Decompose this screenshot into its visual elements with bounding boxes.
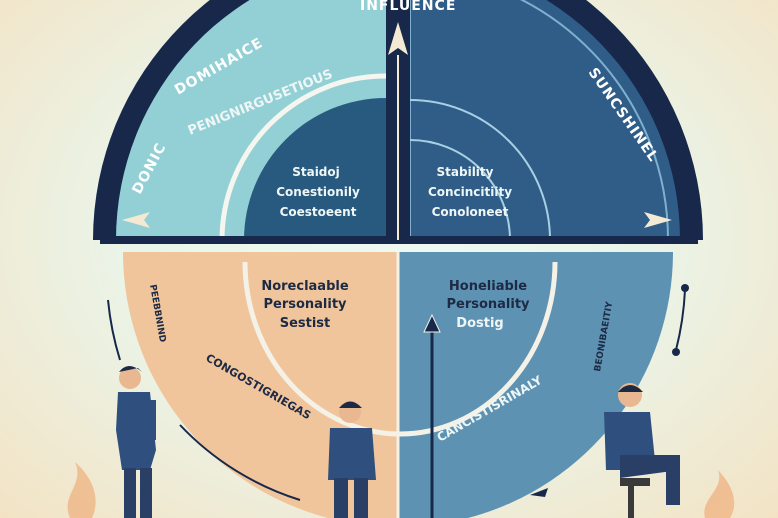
arrow-right-icon bbox=[644, 212, 672, 228]
quadrant-upper-right bbox=[410, 0, 681, 240]
upper-left-center-line-1: Staidoj bbox=[292, 165, 340, 179]
arrow-up-icon bbox=[388, 22, 408, 55]
person-center bbox=[328, 401, 376, 518]
flame-left-decoration bbox=[67, 462, 96, 518]
arrow-left-icon bbox=[122, 212, 150, 228]
lower-left-title-line-3: Sestist bbox=[280, 316, 331, 331]
upper-right-center-line-3: Conoloneet bbox=[432, 205, 509, 219]
side-arc-right bbox=[675, 289, 686, 351]
label-influence: INFLUENCE bbox=[360, 0, 456, 14]
lower-left-title-line-2: Personality bbox=[263, 297, 347, 312]
upper-left-inner-circle bbox=[244, 98, 386, 240]
lower-right-title-line-1: Honeliable bbox=[449, 279, 527, 294]
lower-right-title-line-3: Dostig bbox=[456, 316, 503, 331]
upper-right-center-line-2: Concincitiity bbox=[428, 185, 512, 199]
upper-left-inner-ring bbox=[219, 73, 387, 240]
person-sitting bbox=[604, 383, 680, 518]
quadrant-lower-right bbox=[398, 252, 673, 518]
flame-right-decoration bbox=[704, 470, 735, 518]
lower-left-title-line-1: Noreclaable bbox=[261, 279, 349, 294]
upper-left-center-line-3: Coestoeent bbox=[280, 205, 357, 219]
side-arc-left bbox=[107, 299, 121, 361]
upper-left-center-line-2: Conestionily bbox=[276, 185, 360, 199]
arrow-up-lower-icon bbox=[423, 313, 441, 333]
person-walking-left bbox=[116, 366, 156, 518]
lower-inner-ring bbox=[242, 261, 558, 437]
upper-right-center-line-1: Stability bbox=[437, 165, 494, 179]
side-arc-bottom-left bbox=[179, 424, 301, 501]
lower-right-title-line-2: Personality bbox=[446, 297, 530, 312]
